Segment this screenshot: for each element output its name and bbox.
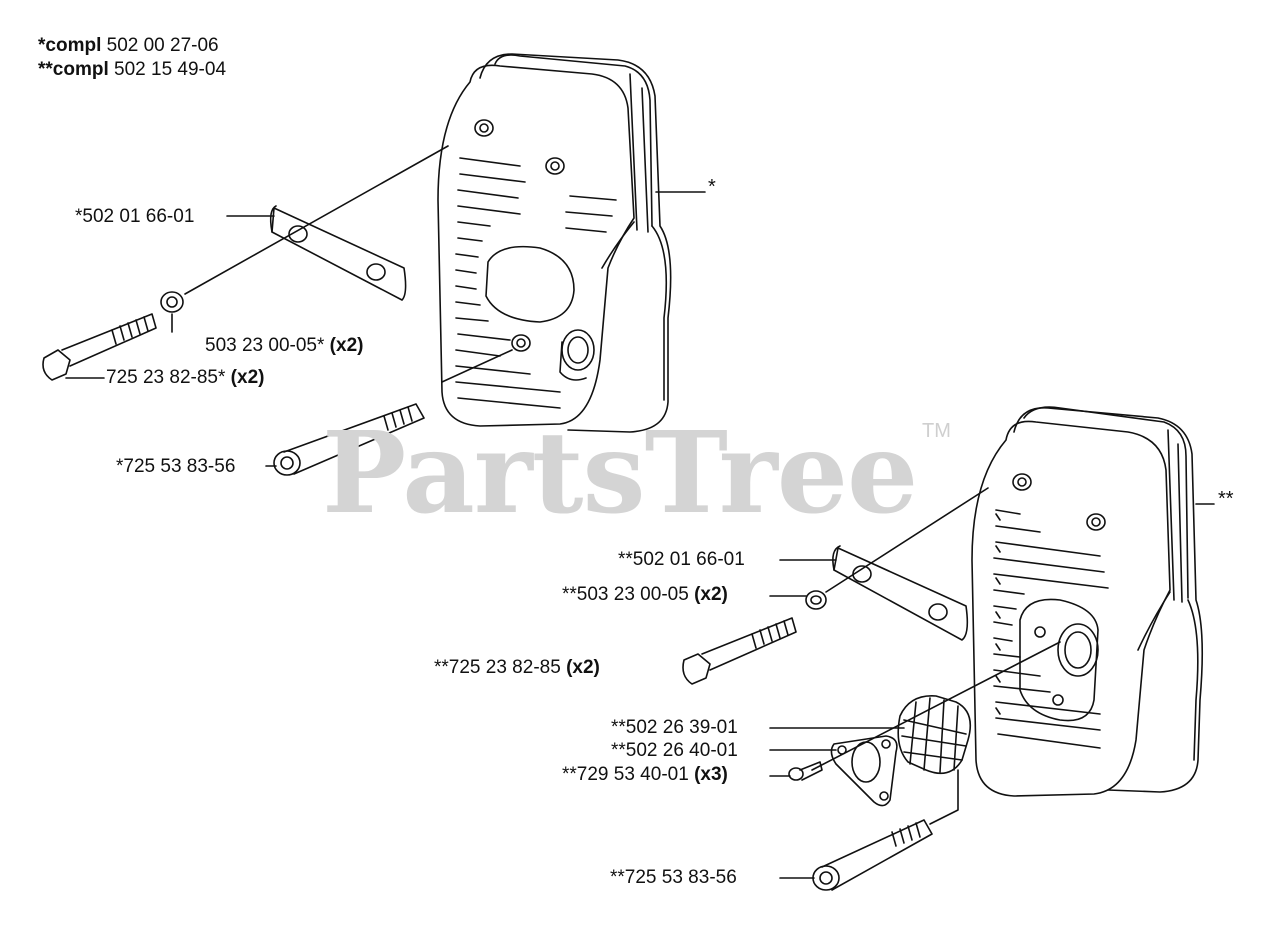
callout-muffler-b: ** (1218, 488, 1234, 510)
muffler-b-small-screw (788, 761, 823, 781)
part-label-b-plate[interactable]: **502 01 66-01 (618, 549, 745, 571)
muffler-a-washer (160, 291, 184, 313)
part-number: **502 26 39-01 (611, 717, 738, 738)
part-number: **729 53 40-01 (562, 764, 689, 785)
part-number: **502 26 40-01 (611, 740, 738, 761)
muffler-b-body (971, 406, 1204, 797)
part-qty: (x2) (566, 657, 600, 678)
compl-line-1: *compl 502 00 27-06 (38, 34, 219, 58)
muffler-a-plate (269, 205, 407, 301)
part-label-a-socket-screw[interactable]: *725 53 83-56 (116, 456, 235, 478)
muffler-b-spark-screen (897, 695, 972, 775)
compl-2-prefix: **compl (38, 59, 109, 80)
muffler-b-gasket (830, 735, 898, 807)
part-label-b-socket-screw[interactable]: **725 53 83-56 (610, 867, 737, 889)
part-number: 503 23 00-05* (205, 335, 325, 356)
part-number: **725 23 82-85 (434, 657, 561, 678)
part-number: **503 23 00-05 (562, 584, 689, 605)
muffler-a-socket-screw (273, 403, 425, 476)
part-label-a-long-bolt[interactable]: 725 23 82-85* (x2) (106, 367, 264, 389)
muffler-a-long-bolt (42, 313, 157, 381)
compl-line-2: **compl 502 15 49-04 (38, 58, 226, 82)
part-label-b-gasket[interactable]: **502 26 40-01 (611, 740, 738, 762)
muffler-b-plate (832, 545, 969, 641)
compl-1-prefix: *compl (38, 35, 102, 56)
part-label-b-small-screw[interactable]: **729 53 40-01 (x3) (562, 764, 728, 786)
muffler-b-long-bolt (682, 617, 797, 685)
part-qty: (x2) (230, 367, 265, 388)
callout-muffler-a: * (708, 176, 716, 198)
compl-2-number: 502 15 49-04 (114, 59, 227, 80)
muffler-b-socket-screw (812, 819, 933, 891)
watermark-logo: PartsTree (322, 408, 918, 539)
watermark-tm: TM (922, 420, 951, 442)
part-number: *502 01 66-01 (75, 206, 195, 227)
part-number: *725 53 83-56 (116, 456, 236, 477)
part-number: **502 01 66-01 (618, 549, 745, 570)
part-label-b-spark-screen[interactable]: **502 26 39-01 (611, 717, 738, 739)
part-label-b-washer[interactable]: **503 23 00-05 (x2) (562, 584, 728, 606)
part-number: 725 23 82-85* (106, 367, 226, 388)
part-label-b-long-bolt[interactable]: **725 23 82-85 (x2) (434, 657, 600, 679)
part-label-a-washer[interactable]: 503 23 00-05* (x2) (205, 335, 363, 357)
part-qty: (x3) (694, 764, 728, 785)
muffler-a-body (437, 53, 672, 433)
part-label-a-plate[interactable]: *502 01 66-01 (75, 206, 194, 228)
compl-1-number: 502 00 27-06 (106, 35, 219, 56)
part-qty: (x2) (694, 584, 728, 605)
part-number: **725 53 83-56 (610, 867, 737, 888)
part-qty: (x2) (329, 335, 364, 356)
muffler-b-washer (805, 590, 827, 610)
